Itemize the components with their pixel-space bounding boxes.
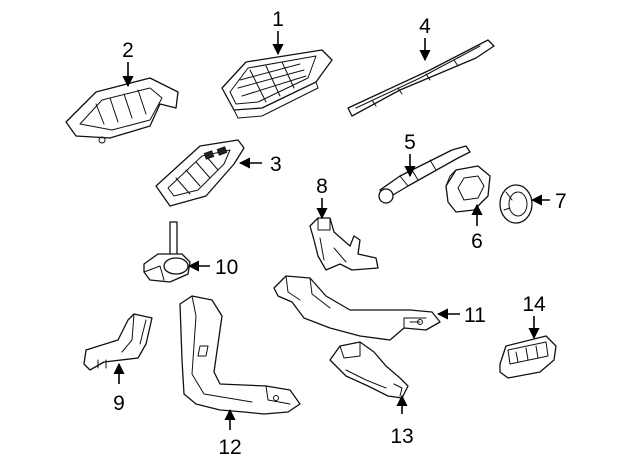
part-8-bracket-duct[interactable]: [309, 217, 379, 271]
callout-label-13: 13: [390, 425, 413, 448]
callout-11: 11: [436, 304, 486, 327]
part-3-louvered-vent[interactable]: [155, 139, 245, 207]
callout-13: 13: [390, 394, 414, 448]
part-10-sensor[interactable]: [143, 221, 191, 283]
callout-8: 8: [316, 175, 328, 220]
callout-12: 12: [218, 408, 242, 459]
part-9-side-duct[interactable]: [83, 313, 153, 371]
callout-9: 9: [113, 362, 125, 415]
part-2-left-dash-vent[interactable]: [65, 77, 179, 144]
callout-label-8: 8: [316, 175, 328, 198]
callout-label-10: 10: [215, 256, 238, 279]
callout-4: 4: [419, 15, 431, 62]
callout-6: 6: [471, 203, 483, 253]
callout-label-3: 3: [270, 153, 282, 176]
callout-label-9: 9: [113, 392, 125, 415]
part-5-aspirator-hose[interactable]: [378, 145, 471, 204]
callout-5: 5: [404, 131, 416, 178]
callout-7: 7: [530, 190, 567, 213]
callout-3: 3: [238, 153, 282, 176]
part-13-outlet-duct[interactable]: [329, 341, 409, 399]
callout-label-7: 7: [555, 190, 567, 213]
callout-label-12: 12: [218, 436, 241, 459]
callout-label-1: 1: [272, 8, 284, 31]
callout-1: 1: [272, 8, 284, 56]
part-4-defroster-duct[interactable]: [347, 39, 495, 117]
part-11-floor-duct[interactable]: [273, 275, 441, 341]
part-6-duct-adapter[interactable]: [445, 165, 491, 213]
callout-10: 10: [187, 256, 238, 279]
callout-2: 2: [122, 39, 134, 88]
callout-label-5: 5: [404, 131, 416, 154]
callout-label-2: 2: [122, 39, 134, 62]
part-12-rear-l-duct[interactable]: [179, 295, 301, 415]
callout-label-14: 14: [522, 293, 546, 316]
callout-label-11: 11: [464, 304, 486, 327]
part-1-center-vent-grille[interactable]: [221, 49, 333, 119]
callout-label-4: 4: [419, 15, 431, 38]
part-14-console-vent[interactable]: [499, 335, 557, 379]
callout-14: 14: [522, 293, 546, 340]
callout-label-6: 6: [471, 230, 483, 253]
part-7-ring-seal[interactable]: [499, 184, 533, 224]
